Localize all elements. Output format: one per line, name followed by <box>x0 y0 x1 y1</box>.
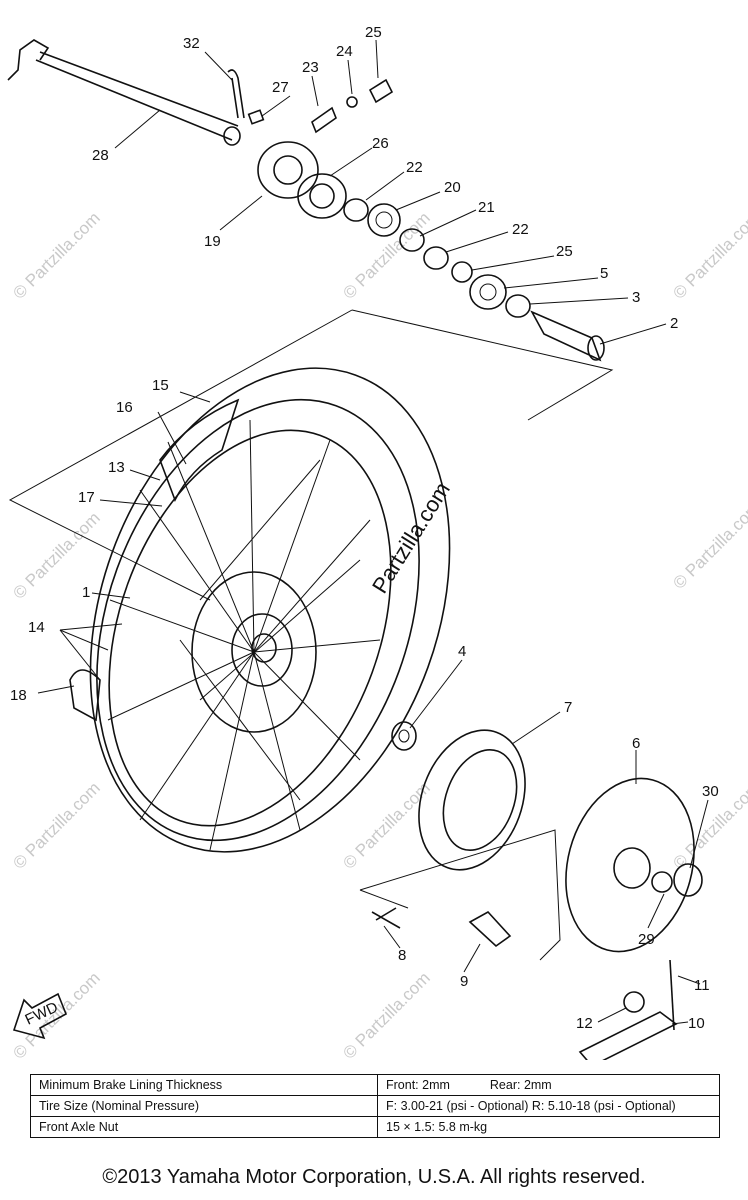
callout-30: 29 <box>638 931 655 948</box>
callout-25: 25 <box>365 24 382 41</box>
table-row: Front Axle Nut 15 × 1.5: 5.8 m-kg <box>30 1116 720 1138</box>
callout-3: 3 <box>632 289 640 306</box>
spec-value-front: 15 × 1.5: 5.8 m-kg <box>386 1120 488 1134</box>
callout-14: 14 <box>28 619 45 636</box>
leader-lines <box>37 39 709 1025</box>
callout-16: 16 <box>116 399 133 416</box>
callout-22-lower: 22 <box>512 221 529 238</box>
callout-2: 2 <box>670 315 678 332</box>
spec-value-front: F: 3.00-21 (psi - Optional) <box>386 1099 529 1113</box>
callout-24: 24 <box>336 43 353 60</box>
callout-1: 1 <box>82 584 90 601</box>
watermark-text: © Partzilla.com <box>669 208 748 302</box>
spec-label: Tire Size (Nominal Pressure) <box>30 1095 378 1117</box>
spec-value: 15 × 1.5: 5.8 m-kg <box>377 1116 720 1138</box>
watermark-text: © Partzilla.com <box>339 208 433 302</box>
callout-8: 8 <box>398 947 406 964</box>
callout-7: 7 <box>564 699 572 716</box>
callout-17: 17 <box>78 489 95 506</box>
spec-table: Minimum Brake Lining Thickness Front: 2m… <box>30 1074 720 1138</box>
callout-labels: 32 27 23 24 25 28 26 19 22 20 21 22 25 5… <box>10 24 719 1032</box>
callout-27: 26 <box>372 135 389 152</box>
spec-value-rear: Rear: 2mm <box>489 1078 552 1092</box>
callout-22-upper: 22 <box>406 159 423 176</box>
callout-15: 15 <box>152 377 169 394</box>
watermark-text: © Partzilla.com <box>669 498 748 592</box>
callout-29: 28 <box>92 147 109 164</box>
callout-12: 12 <box>576 1015 593 1032</box>
spec-label: Front Axle Nut <box>30 1116 378 1138</box>
callout-32: 32 <box>183 35 200 52</box>
brake-assembly <box>371 721 703 1060</box>
front-axle <box>7 39 241 146</box>
front-wheel-assembly <box>69 367 451 853</box>
spec-value-rear: R: 5.10-18 (psi - Optional) <box>531 1099 676 1113</box>
callout-21: 21 <box>478 199 495 216</box>
spec-value: F: 3.00-21 (psi - Optional) R: 5.10-18 (… <box>377 1095 720 1117</box>
callout-26: 25 <box>556 243 573 260</box>
spec-value-front: Front: 2mm <box>386 1078 450 1092</box>
callout-5: 5 <box>600 265 608 282</box>
speedometer-parts <box>247 78 394 219</box>
cotter-pin <box>227 69 245 119</box>
watermark-text: © Partzilla.com <box>9 778 103 872</box>
watermark-text: © Partzilla.com <box>9 208 103 302</box>
callout-19: 19 <box>204 233 221 250</box>
callout-28: 27 <box>272 79 289 96</box>
table-row: Minimum Brake Lining Thickness Front: 2m… <box>30 1074 720 1096</box>
callout-18: 18 <box>10 687 27 704</box>
copyright-notice: ©2013 Yamaha Motor Corporation, U.S.A. A… <box>102 1166 646 1188</box>
table-row: Tire Size (Nominal Pressure) F: 3.00-21 … <box>30 1095 720 1117</box>
watermark-text: © Partzilla.com <box>339 968 433 1060</box>
callout-11: 11 <box>694 977 710 994</box>
spec-label: Minimum Brake Lining Thickness <box>30 1074 378 1096</box>
callout-6: 6 <box>632 735 640 752</box>
exploded-parts-diagram: © Partzilla.com © Partzilla.com © Partzi… <box>7 24 748 1060</box>
spec-value: Front: 2mm Rear: 2mm <box>377 1074 720 1096</box>
hub-bearing-stack <box>343 198 605 362</box>
callout-10: 10 <box>688 1015 705 1032</box>
callout-4: 4 <box>458 643 466 660</box>
callout-20: 20 <box>444 179 461 196</box>
group-outlines <box>8 309 614 961</box>
callout-31: 30 <box>702 783 719 800</box>
callout-9: 9 <box>460 973 468 990</box>
callout-13: 13 <box>108 459 125 476</box>
callout-23: 23 <box>302 59 319 76</box>
